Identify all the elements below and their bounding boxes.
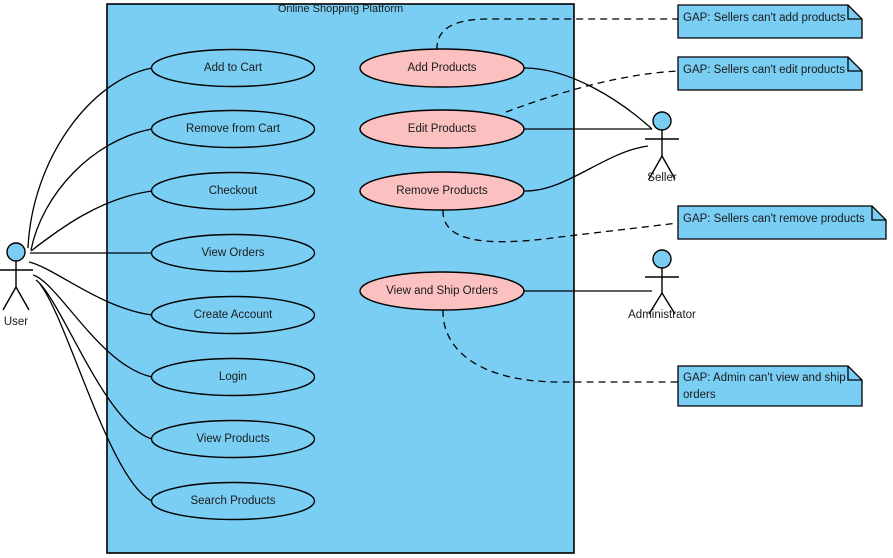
usecase-ellipse[interactable] <box>150 48 316 88</box>
usecase-ellipse[interactable] <box>150 357 316 397</box>
usecase-ellipse[interactable] <box>150 419 316 459</box>
notelink-edit-products <box>505 70 679 113</box>
note-fold-icon <box>847 57 862 72</box>
actor-administrator[interactable]: Administrator <box>628 249 696 321</box>
usecase-label: Remove from Cart <box>186 123 281 135</box>
notelink-remove-products <box>442 209 679 243</box>
usecase-label: View Products <box>196 433 270 445</box>
note-body[interactable] <box>677 4 863 39</box>
notelink-add-products <box>436 18 678 51</box>
note-body[interactable] <box>677 56 863 91</box>
note-line: GAP: Sellers can't add products <box>683 12 846 24</box>
note-edit[interactable]: GAP: Sellers can't edit products <box>677 56 863 91</box>
usecase-label: Create Account <box>194 309 273 321</box>
usecase-login[interactable]: Login <box>150 357 316 397</box>
actor-leg-left-icon <box>2 286 17 311</box>
actor-leg-right-icon <box>661 155 676 180</box>
note-line: GAP: Admin can't view and ship <box>683 372 846 384</box>
staff-association-lines <box>523 67 653 292</box>
note-body[interactable] <box>677 205 887 240</box>
note-line: GAP: Sellers can't edit products <box>683 64 845 76</box>
usecase-label: Edit Products <box>408 123 477 135</box>
usecase-remove-products[interactable]: Remove Products <box>359 171 525 211</box>
note-line: orders <box>683 389 716 401</box>
actor-leg-right-icon <box>661 292 676 315</box>
note-body[interactable] <box>677 365 863 407</box>
usecase-view-and-ship-orders[interactable]: View and Ship Orders <box>359 271 525 311</box>
usecase-ellipse[interactable] <box>359 109 525 149</box>
user-use-cases: Add to Cart Remove from Cart Checkout Vi… <box>150 48 316 521</box>
usecase-ellipse[interactable] <box>359 171 525 211</box>
note-add[interactable]: GAP: Sellers can't add products <box>677 4 863 39</box>
usecase-label: Remove Products <box>396 185 488 197</box>
usecase-search-products[interactable]: Search Products <box>150 481 316 521</box>
actor-label: Administrator <box>628 309 696 321</box>
note-remove[interactable]: GAP: Sellers can't remove products <box>677 205 887 240</box>
usecase-ellipse[interactable] <box>150 233 316 273</box>
note-line: GAP: Sellers can't remove products <box>683 213 865 225</box>
note-fold-icon <box>847 5 862 20</box>
usecase-edit-products[interactable]: Edit Products <box>359 109 525 149</box>
actor-leg-left-icon <box>648 292 663 315</box>
actor-seller[interactable]: Seller <box>645 111 679 184</box>
usecase-remove-from-cart[interactable]: Remove from Cart <box>150 109 316 149</box>
usecase-ellipse[interactable] <box>359 271 525 311</box>
assoc-user-add-to-cart <box>27 67 153 249</box>
usecase-label: View and Ship Orders <box>386 285 498 297</box>
actor-head-icon <box>652 249 672 269</box>
notelink-view-and-ship-orders <box>442 309 678 383</box>
assoc-user-create-account <box>28 261 153 316</box>
actor-head-icon <box>6 242 26 262</box>
note-admin[interactable]: GAP: Admin can't view and ship orders <box>677 365 863 407</box>
usecase-ellipse[interactable] <box>150 171 316 211</box>
assoc-user-search-products <box>39 283 153 502</box>
actor-label: User <box>4 316 28 328</box>
actor-user[interactable]: User <box>0 242 33 328</box>
assoc-seller-add-products <box>523 67 653 130</box>
usecase-view-products[interactable]: View Products <box>150 419 316 459</box>
actor-leg-left-icon <box>648 155 663 180</box>
usecase-label: Checkout <box>209 185 258 197</box>
usecase-add-to-cart[interactable]: Add to Cart <box>150 48 316 88</box>
user-association-lines <box>27 67 153 502</box>
usecase-label: Add to Cart <box>204 62 263 74</box>
usecase-ellipse[interactable] <box>150 109 316 149</box>
usecase-label: Search Products <box>190 495 275 507</box>
assoc-seller-remove-products <box>523 145 649 192</box>
staff-use-cases: Add Products Edit Products Remove Produc… <box>359 48 525 311</box>
usecase-add-products[interactable]: Add Products <box>359 48 525 88</box>
assoc-user-login <box>32 274 153 378</box>
note-fold-icon <box>847 366 862 381</box>
usecase-view-orders[interactable]: View Orders <box>150 233 316 273</box>
usecase-ellipse[interactable] <box>359 48 525 88</box>
note-fold-icon <box>871 206 886 221</box>
usecase-label: Login <box>219 371 247 383</box>
actor-label: Seller <box>647 172 677 184</box>
assoc-user-view-products <box>35 279 153 440</box>
assoc-user-checkout <box>30 190 153 252</box>
usecase-checkout[interactable]: Checkout <box>150 171 316 211</box>
usecase-create-account[interactable]: Create Account <box>150 295 316 335</box>
usecase-ellipse[interactable] <box>150 295 316 335</box>
note-link-lines <box>436 18 679 383</box>
system-boundary-title: Online Shopping Platform <box>278 3 403 15</box>
usecase-label: Add Products <box>407 62 476 74</box>
actor-head-icon <box>652 111 672 131</box>
usecase-ellipse[interactable] <box>150 481 316 521</box>
actor-leg-right-icon <box>15 286 30 311</box>
usecase-label: View Orders <box>201 247 264 259</box>
assoc-user-remove-from-cart <box>30 128 153 251</box>
